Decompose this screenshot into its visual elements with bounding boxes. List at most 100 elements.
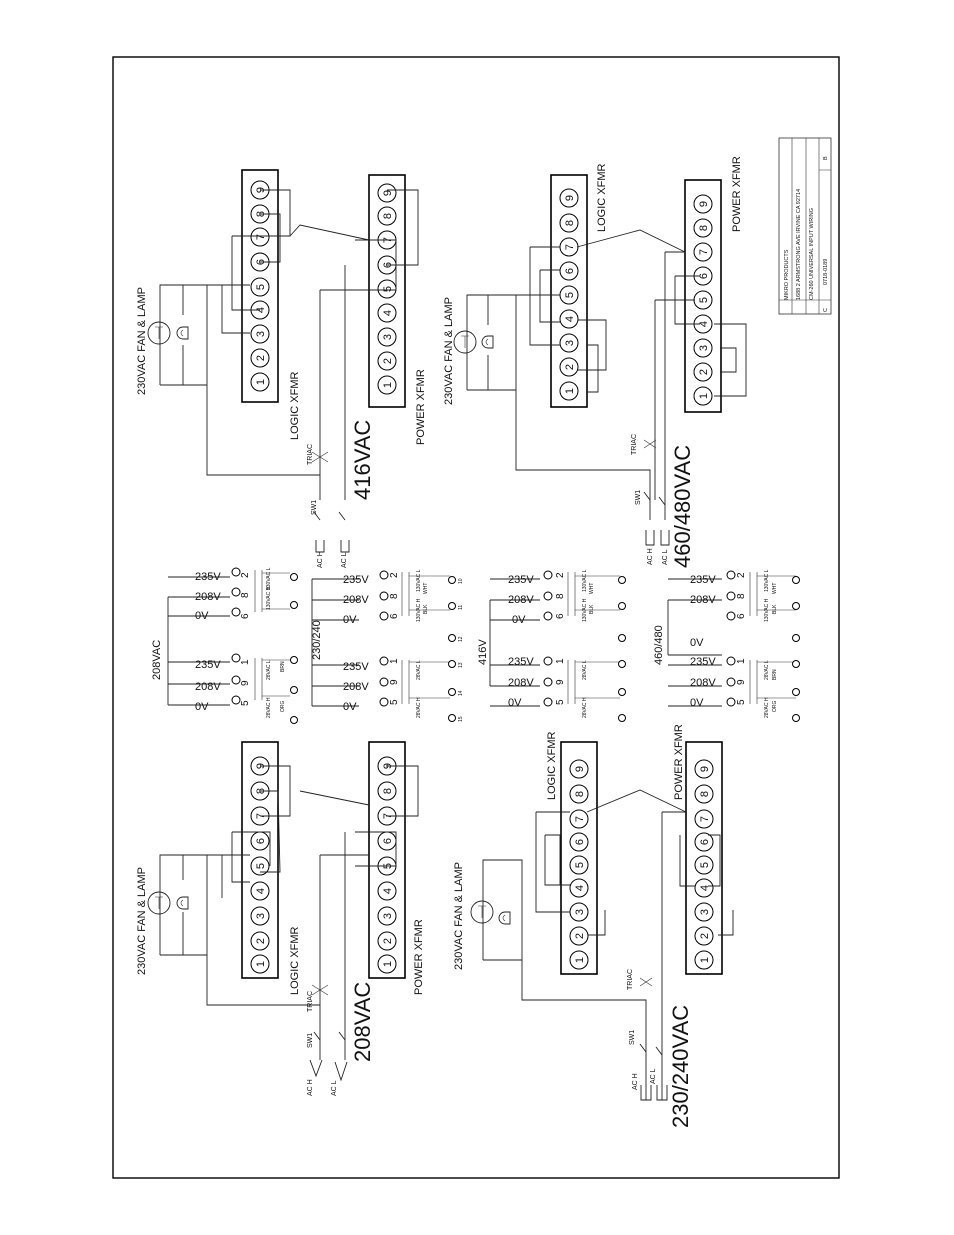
sec-power-l: 28VAC L <box>266 660 272 680</box>
sec-pin-14: 14 <box>458 690 464 696</box>
sec-pin-10: 10 <box>458 578 464 584</box>
tap-0v: 0V <box>195 610 209 622</box>
pin-2: 2 <box>389 572 400 578</box>
page-border <box>112 56 840 1179</box>
tap-0v: 0V <box>512 614 526 626</box>
voltage-label: 460/480VAC <box>670 445 695 568</box>
logic-terminal-4: 4 <box>255 888 267 894</box>
sw1-label: SW1 <box>629 1030 636 1045</box>
power-terminal-3: 3 <box>699 909 711 915</box>
power-xfmr-label: POWER XFMR <box>415 369 427 445</box>
tap-0v: 0V <box>508 697 522 709</box>
tap-208v: 208V <box>508 594 534 606</box>
power-terminal-8: 8 <box>382 213 394 219</box>
tap-208v: 208V <box>508 677 534 689</box>
logic-terminal-2: 2 <box>564 364 576 370</box>
logic-terminal-7: 7 <box>255 234 267 240</box>
sw1-label: SW1 <box>311 500 318 515</box>
wire-wht: WHT <box>423 583 429 594</box>
logic-terminal-5: 5 <box>255 863 267 869</box>
power-terminal-7: 7 <box>698 249 710 255</box>
logic-terminal-9: 9 <box>564 195 576 201</box>
sec-pin-13: 13 <box>458 662 464 668</box>
wire-wht: WHT <box>589 583 595 594</box>
pin-9: 9 <box>736 679 747 685</box>
tap-configurations: 208VAC 230/240 416V 460/480 235V 208V 0V… <box>151 567 800 724</box>
pin-8: 8 <box>736 593 747 599</box>
panel-416vac: 9 8 7 6 5 4 3 2 1 9 8 7 6 <box>136 169 427 568</box>
sec-power-h: 28VAC H <box>582 697 588 718</box>
tap-208v: 208V <box>195 591 221 603</box>
tap-235v: 235V <box>343 661 369 673</box>
logic-xfmr-label: LOGIC XFMR <box>289 371 301 440</box>
tap-0v: 0V <box>690 637 704 649</box>
panel-208vac: 9 8 7 6 5 4 3 2 1 9 8 7 6 <box>136 741 425 1096</box>
sec-logic-l: 130VAC L <box>582 569 588 592</box>
power-terminal-5: 5 <box>382 286 394 292</box>
ac-l-label: AC L <box>341 552 348 568</box>
sec-power-l: 28VAC L <box>416 660 422 680</box>
ac-h-label: AC H <box>647 548 654 565</box>
power-terminal-5: 5 <box>698 297 710 303</box>
pin-5: 5 <box>389 699 400 705</box>
wire-blk: BLK <box>589 604 595 614</box>
sec-logic-l: 130VAC L <box>416 569 422 592</box>
pin-2: 2 <box>240 572 251 578</box>
sec-power-l: 28VAC L <box>582 660 588 680</box>
wire-blk: BLK <box>772 604 778 614</box>
triac-label: TRIAC <box>627 969 634 990</box>
pin-1: 1 <box>555 658 566 664</box>
logic-terminal-4: 4 <box>255 307 267 313</box>
tap-208v: 208V <box>690 677 716 689</box>
power-terminal-8: 8 <box>698 225 710 231</box>
pin-5: 5 <box>555 699 566 705</box>
logic-terminal-6: 6 <box>255 838 267 844</box>
voltage-label: 416VAC <box>350 420 375 500</box>
pin-6: 6 <box>240 613 251 619</box>
power-terminal-2: 2 <box>699 933 711 939</box>
power-terminal-1: 1 <box>382 961 394 967</box>
tap-208v: 208V <box>343 681 369 693</box>
logic-terminal-3: 3 <box>564 340 576 346</box>
sec-logic-h: 130VAC H <box>582 598 588 622</box>
power-terminal-2: 2 <box>382 358 394 364</box>
tap-235v: 235V <box>508 656 534 668</box>
tap-group-460-480: 460/480 <box>653 625 665 665</box>
power-terminal-8: 8 <box>699 791 711 797</box>
logic-terminal-2: 2 <box>574 933 586 939</box>
logic-xfmr-label: LOGIC XFMR <box>289 926 301 995</box>
drawing-number: 0718-0189 <box>823 259 829 285</box>
tap-group-1: 235V 208V 0V 235V 208V 0V 5 9 1 6 8 2 13… <box>167 567 298 724</box>
panel-460-480vac: 9 8 7 6 5 4 3 2 1 9 8 7 6 <box>443 156 747 568</box>
power-xfmr-label: POWER XFMR <box>673 724 685 800</box>
ac-h-label: AC H <box>317 551 324 568</box>
pin-2: 2 <box>736 572 747 578</box>
sec-power-h: 28VAC H <box>266 697 272 718</box>
logic-terminal-7: 7 <box>564 244 576 250</box>
pin-8: 8 <box>389 593 400 599</box>
wire-org: ORG <box>772 701 778 713</box>
sec-logic-l: 130VAC L <box>266 567 272 590</box>
tap-0v: 0V <box>690 697 704 709</box>
power-terminal-3: 3 <box>698 345 710 351</box>
logic-terminal-4: 4 <box>574 885 586 891</box>
tap-0v: 0V <box>195 701 209 713</box>
pin-6: 6 <box>555 613 566 619</box>
logic-terminal-1: 1 <box>255 379 267 385</box>
tap-group-208: 208VAC <box>151 640 163 680</box>
power-terminal-4: 4 <box>699 885 711 891</box>
logic-terminal-3: 3 <box>574 909 586 915</box>
sheet-size: B <box>823 156 829 160</box>
tap-208v: 208V <box>195 681 221 693</box>
voltage-label: 230/240VAC <box>668 1005 693 1128</box>
logic-xfmr-label: LOGIC XFMR <box>546 731 558 800</box>
power-terminal-2: 2 <box>698 369 710 375</box>
tap-group-2: 235V 208V 0V 235V 208V 0V 5 9 1 6 8 2 13… <box>311 569 464 722</box>
power-terminal-4: 4 <box>382 888 394 894</box>
pin-1: 1 <box>736 658 747 664</box>
triac-label: TRIAC <box>307 991 314 1012</box>
tap-235v: 235V <box>195 659 221 671</box>
logic-terminal-2: 2 <box>255 355 267 361</box>
power-terminal-5: 5 <box>699 862 711 868</box>
tap-group-3: 235V 208V 0V 235V 208V 0V 5 9 1 6 8 2 13… <box>489 569 626 722</box>
